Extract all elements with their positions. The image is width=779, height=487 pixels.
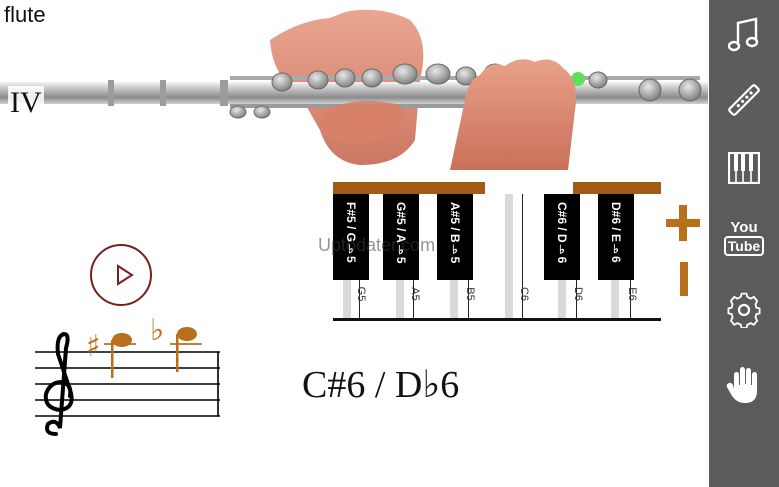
keyboard-bottom-bar: [333, 318, 661, 321]
octave-up-button[interactable]: [666, 205, 700, 241]
key-separator: [343, 280, 351, 318]
play-icon: [117, 264, 134, 286]
flat-sign: ♭: [150, 313, 164, 348]
octave-down-button[interactable]: [678, 262, 690, 298]
black-key-csharp6[interactable]: C#6 / D♭6: [544, 194, 580, 280]
minus-icon: [680, 262, 688, 296]
sidebar-item-piano[interactable]: [724, 148, 764, 188]
plus-icon: [666, 205, 700, 241]
white-key-label: C6: [517, 286, 530, 302]
youtube-icon-bottom: Tube: [723, 236, 765, 256]
sidebar-item-youtube[interactable]: You Tube: [723, 218, 765, 258]
key-separator: [450, 280, 458, 318]
white-key-c6[interactable]: C6: [518, 194, 530, 318]
black-key-gsharp5[interactable]: G#5 / A♭5: [383, 194, 419, 280]
keyboard-top-highlight: [485, 182, 573, 194]
white-key-label: B5: [463, 287, 476, 301]
black-key-label: C#6 / D♭6: [555, 202, 569, 264]
flute-illustration: [0, 9, 708, 170]
sidebar-item-fingering[interactable]: [724, 365, 764, 405]
key-separator: [396, 280, 404, 318]
register-label: IV: [8, 86, 44, 120]
treble-clef-icon: [43, 331, 74, 436]
music-note-icon: [728, 17, 759, 52]
white-key-label: D6: [571, 286, 584, 302]
black-key-label: A#5 / B♭5: [448, 202, 462, 264]
sidebar-item-music[interactable]: [724, 15, 764, 55]
key-separator: [611, 280, 619, 318]
sidebar: You Tube: [709, 0, 779, 487]
hand-icon: [726, 367, 757, 403]
black-key-asharp5[interactable]: A#5 / B♭5: [437, 194, 473, 280]
white-key-label: G5: [354, 286, 367, 302]
white-key-label: A5: [408, 287, 421, 301]
black-key-fsharp5[interactable]: F#5 / G♭5: [333, 194, 369, 280]
youtube-icon-top: You: [730, 219, 758, 236]
flute-icon: [728, 84, 760, 116]
black-key-label: G#5 / A♭5: [394, 202, 408, 264]
black-key-dsharp6[interactable]: D#6 / E♭6: [598, 194, 634, 280]
note-name: C#6 / D♭6: [302, 364, 460, 406]
white-key-label: E6: [625, 287, 638, 301]
app-title: flute: [0, 0, 50, 30]
watermark: Uptodater.com: [318, 235, 436, 255]
sidebar-item-flute[interactable]: [724, 80, 764, 120]
sidebar-item-settings[interactable]: [724, 290, 764, 330]
black-key-label: D#6 / E♭6: [609, 202, 623, 263]
note-keyboard: G5 A5 B5 C6 D6 E6 F#5 / G♭5 G#5 / A♭5 A#…: [333, 182, 661, 322]
gear-icon: [727, 292, 761, 328]
sharp-sign: ♯: [86, 329, 101, 364]
key-separator: [505, 194, 513, 318]
piano-icon: [728, 152, 760, 184]
music-staff: ♯ ♭: [35, 313, 220, 436]
play-button[interactable]: [90, 244, 152, 306]
key-separator: [558, 280, 566, 318]
black-key-label: F#5 / G♭5: [344, 202, 358, 263]
